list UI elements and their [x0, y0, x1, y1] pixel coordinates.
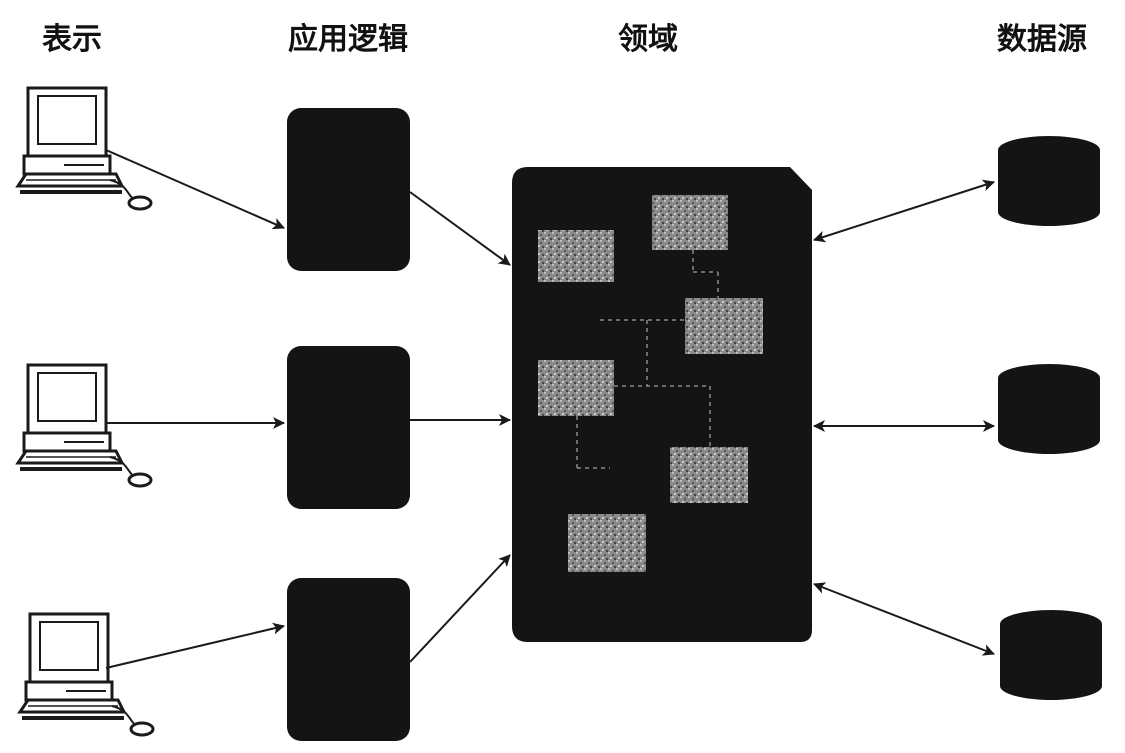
header-data-source: 数据源 [997, 22, 1087, 57]
domain-object-5 [670, 447, 748, 503]
application-logic-block-1 [287, 108, 410, 271]
domain-object-6 [568, 514, 646, 572]
computer-icon-2 [16, 363, 153, 488]
arrow-domain-datasource-3 [813, 582, 995, 656]
arrow-presentation-to-logic-3 [105, 622, 285, 669]
data-source-cylinder-3 [1000, 610, 1102, 700]
computer-icon-1 [16, 86, 153, 211]
header-application-logic: 应用逻辑 [288, 22, 408, 57]
domain-object-1 [652, 195, 728, 250]
header-domain: 领域 [618, 22, 678, 57]
data-source-cylinder-2 [998, 364, 1100, 454]
arrow-logic-to-domain-3 [409, 554, 511, 663]
domain-object-links [576, 250, 719, 469]
arrow-presentation-to-logic-1 [105, 149, 285, 230]
domain-block [512, 167, 812, 642]
arrows [105, 149, 995, 669]
domain-object-4 [538, 360, 614, 416]
domain-object-3 [685, 298, 763, 354]
application-logic-block-2 [287, 346, 410, 509]
domain-object-2 [538, 230, 614, 282]
data-source-cylinder-1 [998, 136, 1100, 226]
arrow-logic-to-domain-1 [409, 191, 511, 266]
application-logic-block-3 [287, 578, 410, 741]
arrow-domain-datasource-1 [813, 179, 995, 243]
computer-icon-3 [18, 612, 155, 737]
header-presentation: 表示 [42, 22, 102, 57]
